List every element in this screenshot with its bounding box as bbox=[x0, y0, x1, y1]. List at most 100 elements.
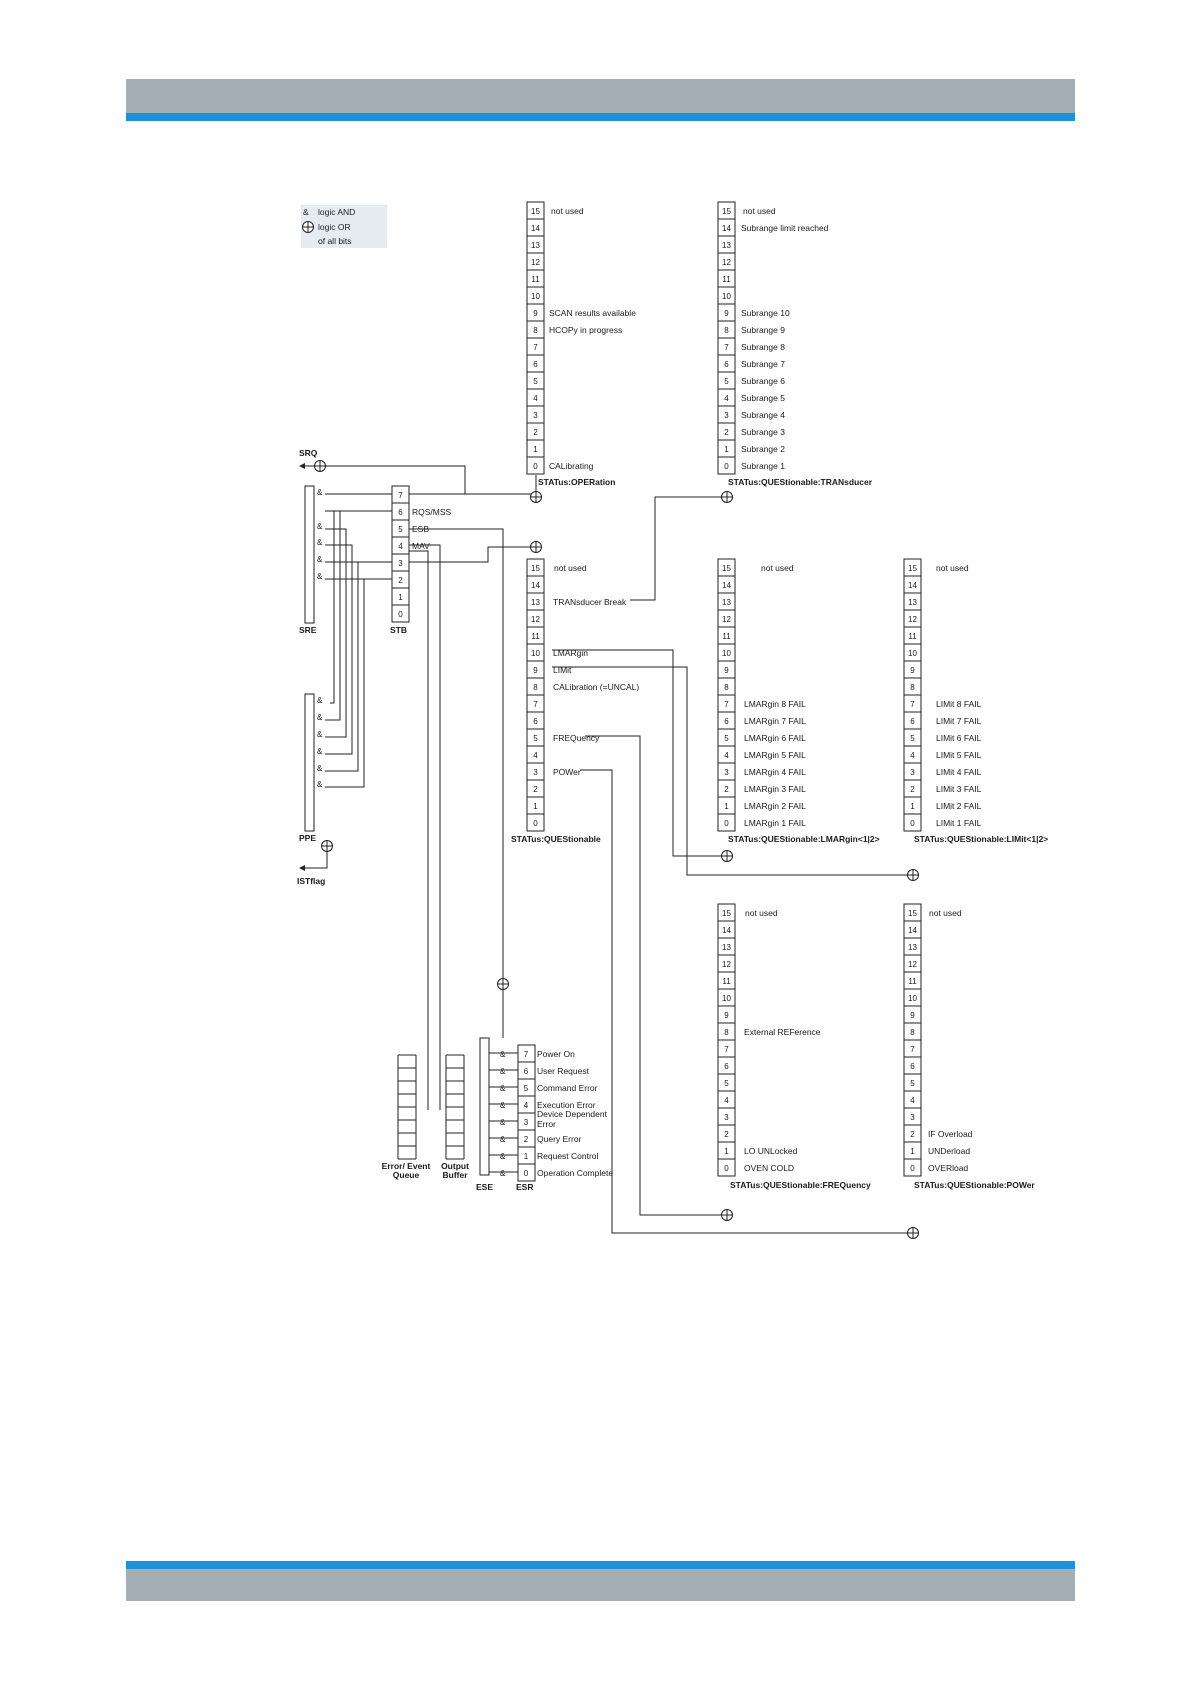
ese-and-gate: & bbox=[500, 1169, 506, 1178]
bit-number: 6 bbox=[533, 717, 538, 726]
bit-number: 15 bbox=[908, 909, 917, 918]
bit-cell bbox=[717, 456, 736, 475]
bit-label-transducer: Subrange 2 bbox=[741, 444, 785, 454]
bit-number: 7 bbox=[533, 700, 538, 709]
bit-number: 1 bbox=[533, 445, 538, 454]
bit-number: 0 bbox=[910, 819, 915, 828]
legend-and-symbol: & bbox=[303, 207, 309, 217]
bit-label-frequency: OVEN COLD bbox=[744, 1163, 794, 1173]
esr-bit-label: Query Error bbox=[537, 1134, 582, 1144]
register-title-limit: STATus:QUEStionable:LIMit<1|2> bbox=[914, 834, 1048, 844]
footer-bar bbox=[126, 1569, 1075, 1601]
bit-number: 4 bbox=[533, 751, 538, 760]
stb-bit-label: RQS/MSS bbox=[412, 507, 452, 517]
stb-bit-number: 6 bbox=[398, 508, 403, 517]
bit-number: 15 bbox=[531, 207, 540, 216]
bit-number: 10 bbox=[722, 994, 731, 1003]
bit-cell bbox=[526, 456, 545, 475]
bit-number: 11 bbox=[908, 977, 917, 986]
bit-number: 15 bbox=[531, 564, 540, 573]
bit-cell bbox=[717, 813, 736, 832]
bit-label-limit: LIMit 5 FAIL bbox=[936, 750, 982, 760]
bit-label-limit: not used bbox=[936, 563, 969, 573]
bit-number: 12 bbox=[722, 960, 731, 969]
bit-number: 15 bbox=[722, 909, 731, 918]
bit-number: 13 bbox=[531, 598, 540, 607]
bit-number: 4 bbox=[724, 751, 729, 760]
bit-label-limit: LIMit 1 FAIL bbox=[936, 818, 982, 828]
bit-label-transducer: Subrange 5 bbox=[741, 393, 785, 403]
bit-number: 15 bbox=[908, 564, 917, 573]
connection-lines bbox=[299, 460, 919, 1239]
feed-esb bbox=[325, 528, 347, 738]
questionable-wire bbox=[409, 546, 536, 563]
stb-bit-number: 3 bbox=[398, 559, 403, 568]
bit-label-power: IF Overload bbox=[928, 1129, 973, 1139]
bit-label-lmargin: LMARgin 3 FAIL bbox=[744, 784, 806, 794]
bit-number: 6 bbox=[910, 1062, 915, 1071]
ppe-title: PPE bbox=[299, 833, 316, 843]
bit-number: 5 bbox=[724, 377, 729, 386]
bit-label-lmargin: not used bbox=[761, 563, 794, 573]
bit-number: 13 bbox=[722, 598, 731, 607]
ppe-and-gate: & bbox=[317, 747, 323, 756]
feed-ppe-top bbox=[330, 511, 335, 704]
bit-label-operation: SCAN results available bbox=[549, 308, 636, 318]
bit-number: 14 bbox=[531, 581, 540, 590]
bit-number: 11 bbox=[722, 977, 731, 986]
esr-bit-label: Request Control bbox=[537, 1151, 599, 1161]
bit-label-transducer: Subrange 10 bbox=[741, 308, 790, 318]
lmargin-or-gate bbox=[721, 850, 733, 862]
bit-number: 13 bbox=[722, 943, 731, 952]
bit-label-transducer: not used bbox=[743, 206, 776, 216]
footer-stripe bbox=[126, 1561, 1075, 1569]
bit-number: 5 bbox=[724, 1079, 729, 1088]
bit-label-operation: CALibrating bbox=[549, 461, 594, 471]
bit-number: 4 bbox=[724, 1096, 729, 1105]
ppe-and-gate: & bbox=[317, 730, 323, 739]
lmargin-wire bbox=[552, 649, 727, 857]
bit-number: 10 bbox=[722, 649, 731, 658]
bit-number: 6 bbox=[533, 360, 538, 369]
bit-number: 1 bbox=[724, 1147, 729, 1156]
bit-number: 0 bbox=[724, 462, 729, 471]
legend-or-label: logic OR bbox=[318, 222, 351, 232]
ese-and-gate: & bbox=[500, 1118, 506, 1127]
bit-number: 2 bbox=[724, 1130, 729, 1139]
ese-and-gate: & bbox=[500, 1135, 506, 1144]
bit-label-frequency: LO UNLocked bbox=[744, 1146, 798, 1156]
bit-number: 6 bbox=[724, 360, 729, 369]
header-bar bbox=[126, 79, 1075, 113]
output-buffer-label: Output bbox=[441, 1161, 469, 1171]
bit-number: 2 bbox=[910, 1130, 915, 1139]
esr-bit-label: Command Error bbox=[537, 1083, 598, 1093]
bit-label-transducer: Subrange 6 bbox=[741, 376, 785, 386]
register-title-frequency: STATus:QUEStionable:FREQuency bbox=[730, 1180, 871, 1190]
bit-number: 9 bbox=[724, 309, 729, 318]
bit-label-lmargin: LMARgin 1 FAIL bbox=[744, 818, 806, 828]
bit-number: 9 bbox=[724, 1011, 729, 1020]
bit-label-transducer: Subrange 8 bbox=[741, 342, 785, 352]
bit-number: 11 bbox=[531, 275, 540, 284]
sre-and-gate: & bbox=[317, 555, 323, 564]
bit-label-questionable: TRANsducer Break bbox=[553, 597, 627, 607]
power-or-gate bbox=[907, 1227, 919, 1239]
srq-wire bbox=[305, 465, 466, 495]
bit-number: 3 bbox=[533, 411, 538, 420]
bit-label-limit: LIMit 7 FAIL bbox=[936, 716, 982, 726]
ppe-and-gate: & bbox=[317, 713, 323, 722]
sre-and-gate: & bbox=[317, 488, 323, 497]
bit-number: 12 bbox=[531, 258, 540, 267]
bit-label-lmargin: LMARgin 5 FAIL bbox=[744, 750, 806, 760]
transducer-wire bbox=[630, 496, 728, 601]
bit-label-operation: HCOPy in progress bbox=[549, 325, 622, 335]
ist-or-gate bbox=[321, 840, 333, 852]
header-stripe bbox=[126, 113, 1075, 121]
bit-number: 7 bbox=[724, 1045, 729, 1054]
esr-bit-number: 3 bbox=[524, 1118, 529, 1127]
bit-number: 11 bbox=[531, 632, 540, 641]
stb-bit-label: ESB bbox=[412, 524, 429, 534]
bit-label-transducer: Subrange 9 bbox=[741, 325, 785, 335]
stb-bit-number: 2 bbox=[398, 576, 403, 585]
